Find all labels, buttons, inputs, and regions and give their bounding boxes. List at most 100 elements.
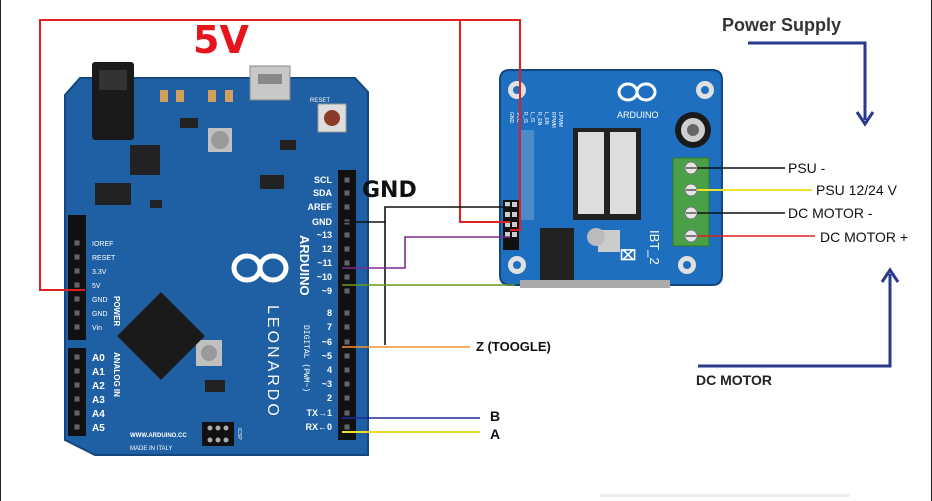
label-pin-a: A (490, 426, 501, 442)
arduino-logo-icon (617, 82, 657, 102)
made-in-text: MADE IN ITALY (130, 446, 172, 452)
analog-header (68, 348, 86, 436)
analog-pin-label: A1 (92, 367, 105, 378)
regulator (95, 183, 131, 205)
digital-pin (344, 288, 350, 294)
driver-ic (540, 228, 574, 280)
label-toggle: Z (TOOGLE) (476, 339, 551, 354)
wire-pin11 (342, 236, 510, 269)
digital-pin-label: ~13 (317, 230, 332, 240)
digital-pin-label: 4 (327, 365, 332, 375)
digital-pin (344, 353, 350, 359)
digital-pin-label: RX←0 (305, 422, 332, 432)
digital-pin (344, 246, 350, 252)
digital-pin (344, 395, 350, 401)
arduino-brand-text: ARDUINO (297, 235, 312, 296)
label-pin-b: B (490, 408, 501, 424)
digital-pin-label: 12 (322, 244, 332, 254)
digital-pin (344, 424, 350, 430)
driver-pin-label: R_IS (522, 112, 528, 124)
digital-pin-label: AREF (308, 202, 333, 212)
analog-pin-label: A5 (92, 423, 105, 434)
arduino-board: ARDUINO LEONARDO DIGITAL (PWM~) ANALOG I… (64, 62, 369, 456)
digital-pin (344, 339, 350, 345)
analog-pin-label: A0 (92, 353, 105, 364)
driver-brand-text: ARDUINO (617, 110, 659, 120)
digital-pin (344, 381, 350, 387)
driver-pin-label: LPWM (557, 112, 563, 127)
power-pin (74, 254, 80, 260)
analog-pin-label: A2 (92, 381, 105, 392)
digital-pin (344, 204, 350, 210)
analog-pin-label: A3 (92, 395, 105, 406)
microcontroller-chip (117, 292, 205, 380)
wire-gnd-driver (384, 206, 510, 222)
driver-pin-label: GND (508, 112, 514, 124)
digital-pin-label: SDA (313, 188, 333, 198)
digital-pin-label: ~5 (322, 351, 332, 361)
analog-pin (74, 354, 80, 360)
label-gnd: GND (362, 178, 417, 203)
digital-header (338, 170, 356, 440)
label-dc-motor-minus: DC MOTOR - (788, 205, 873, 221)
power-pin (74, 296, 80, 302)
digital-pin (344, 232, 350, 238)
analog-pin-label: A4 (92, 409, 105, 420)
driver-name-text: IBT_2 (647, 230, 662, 265)
power-pin-label: RESET (92, 255, 116, 262)
driver-pin-label: RPWM (550, 112, 556, 128)
digital-pin (344, 324, 350, 330)
reset-label: RESET (310, 98, 330, 104)
icsp-label: ICSP (236, 428, 242, 440)
arduino-logo-icon (231, 253, 289, 283)
digital-pin-labels: SCLSDAAREFGND~1312~11~10~987~6~54~32TX→1… (305, 175, 350, 432)
driver-pin-label: R_EN (536, 112, 542, 126)
driver-pin-label: VCC (515, 112, 521, 123)
digital-pin (344, 190, 350, 196)
dc-motor-arrow (698, 267, 900, 368)
label-dc-motor: DC MOTOR (696, 372, 772, 388)
arduino-model-text: LEONARDO (264, 305, 281, 419)
power-supply-arrow (748, 41, 875, 127)
digital-pin-label: GND (312, 217, 333, 227)
power-pin (74, 324, 80, 330)
digital-pin-label: ~11 (317, 258, 332, 268)
label-psu-minus: PSU - (788, 160, 826, 176)
digital-pin-label: 2 (327, 393, 332, 403)
digital-pin-label: SCL (314, 175, 333, 185)
power-pin-label: GND (92, 311, 108, 318)
label-5v: 5V (193, 18, 249, 62)
digital-pin-label: 8 (327, 308, 332, 318)
digital-pin-label: ~9 (322, 286, 332, 296)
label-power-supply: Power Supply (722, 15, 842, 35)
label-psu-plus: PSU 12/24 V (816, 182, 897, 198)
power-pin (74, 282, 80, 288)
label-dc-motor-plus: DC MOTOR + (820, 229, 909, 245)
url-text: WWW.ARDUINO.CC (130, 433, 187, 439)
digital-pin (344, 274, 350, 280)
analog-pin (74, 368, 80, 374)
power-pin-label: GND (92, 297, 108, 304)
analog-label: ANALOG IN (112, 352, 121, 397)
digital-pin-label: ~3 (322, 379, 332, 389)
analog-pin (74, 424, 80, 430)
power-pin (74, 240, 80, 246)
power-pin-label: 5V (92, 283, 101, 290)
digital-label: DIGITAL (PWM~) (301, 325, 310, 392)
analog-pin (74, 410, 80, 416)
analog-pin (74, 382, 80, 388)
power-pin-label: IOREF (92, 241, 113, 248)
digital-pin-label: ~6 (322, 337, 332, 347)
power-pin-label: Vin (92, 325, 102, 332)
wire-5v-enable (459, 20, 510, 223)
wire-5v (39, 19, 521, 291)
warning-icon: ⌧ (620, 247, 636, 263)
power-pin (74, 310, 80, 316)
analog-pin (74, 396, 80, 402)
digital-pin-label: TX→1 (306, 408, 332, 418)
